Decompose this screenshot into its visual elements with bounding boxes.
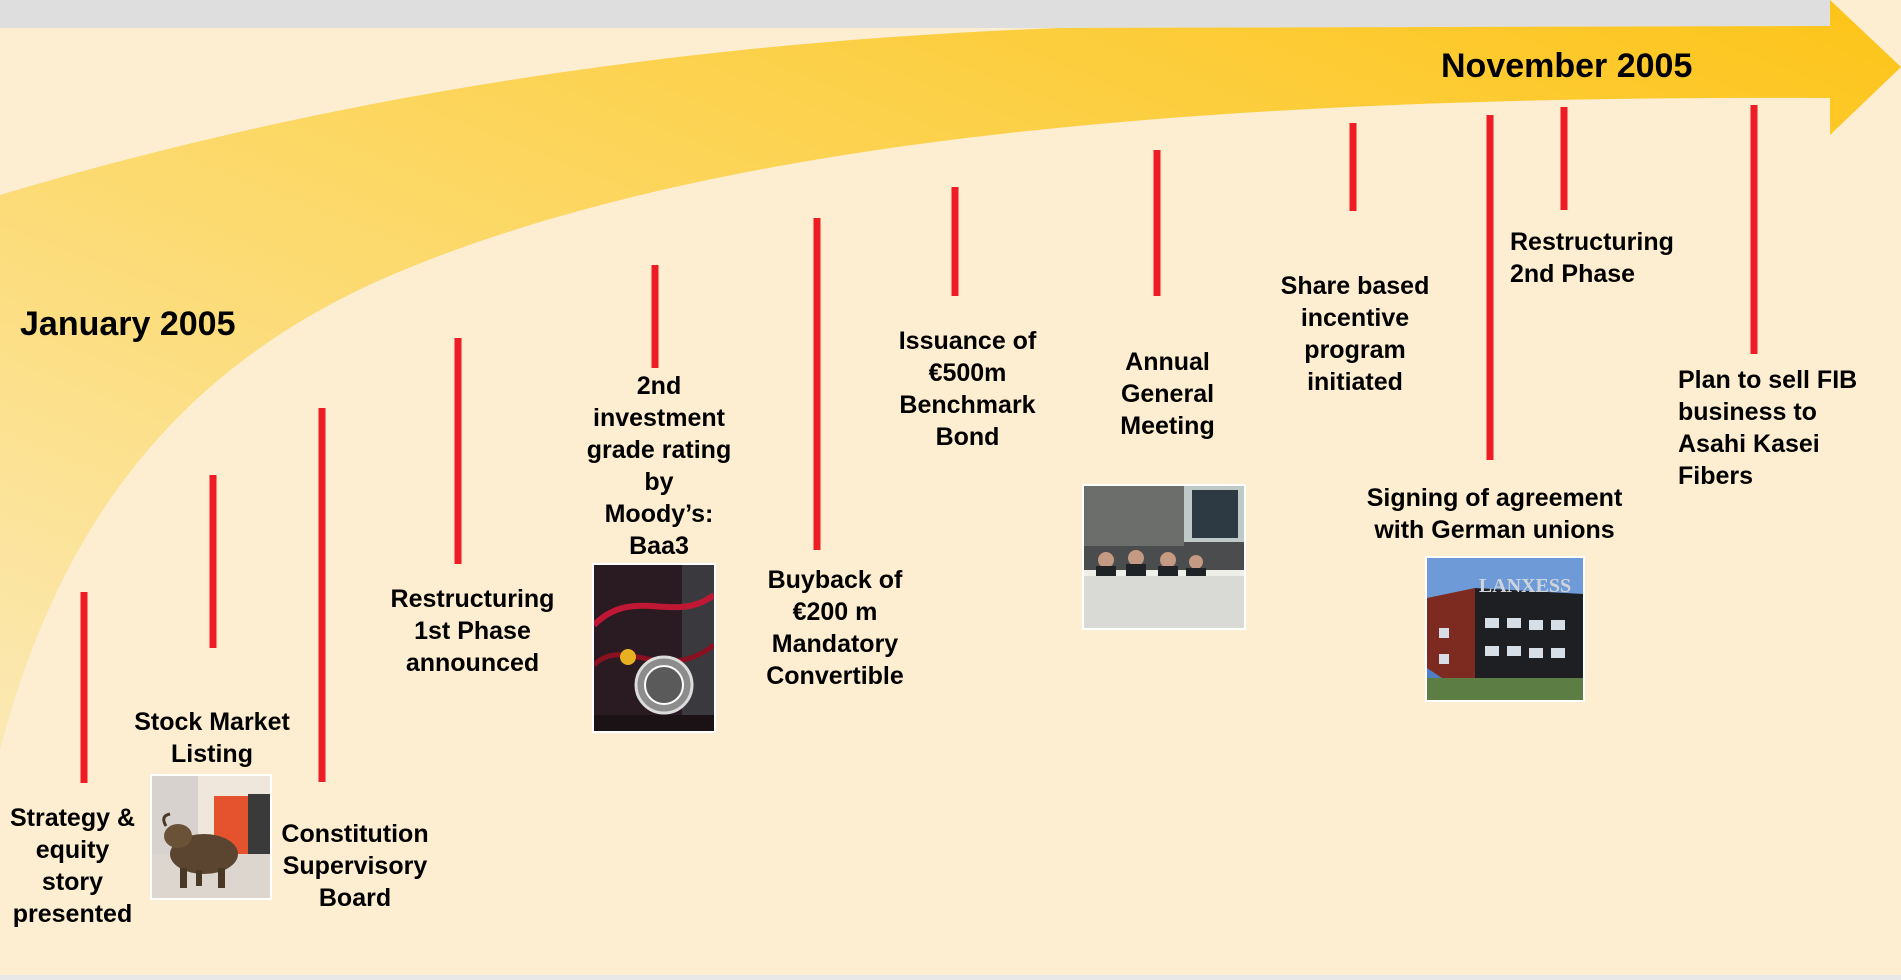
building-sign: LANXESS (1479, 575, 1571, 597)
milestone-label-incentive: Share based incentive program initiated (1280, 272, 1430, 396)
milestone-label-listing: Stock Market Listing (134, 708, 290, 768)
milestone-label-rating: 2nd investment grade rating by Moody’s: … (586, 372, 732, 560)
general-meeting-photo (1082, 484, 1246, 630)
milestone-label-unions: Signing of agreement with German unions (1366, 484, 1623, 544)
milestone-label-fib-sale: Plan to sell FIB business to Asahi Kasei… (1678, 366, 1858, 490)
milestone-label-strategy: Strategy & equity story presented (9, 804, 136, 928)
milestone-label-bond: Issuance of €500m Benchmark Bond (898, 327, 1037, 451)
milestone-label-supervisory-board: Constitution Supervisory Board (281, 820, 429, 912)
bull-statue-photo (150, 774, 272, 900)
standard-and-poors-photo (592, 563, 716, 733)
milestone-label-agm: Annual General Meeting (1120, 348, 1215, 440)
milestone-label-restructuring-2: Restructuring 2nd Phase (1510, 228, 1674, 288)
lanxess-building-photo: LANXESS (1425, 556, 1585, 702)
start-date-label: January 2005 (20, 305, 236, 343)
top-bar (0, 0, 1830, 28)
milestone-label-buyback: Buyback of €200 m Mandatory Convertible (766, 566, 904, 690)
end-date-label: November 2005 (1441, 47, 1693, 85)
bottom-bar (0, 975, 1901, 980)
milestone-markers (80, 105, 1758, 783)
milestone-label-restructuring-1: Restructuring 1st Phase announced (390, 585, 555, 677)
timeline-arrow (0, 0, 1901, 750)
